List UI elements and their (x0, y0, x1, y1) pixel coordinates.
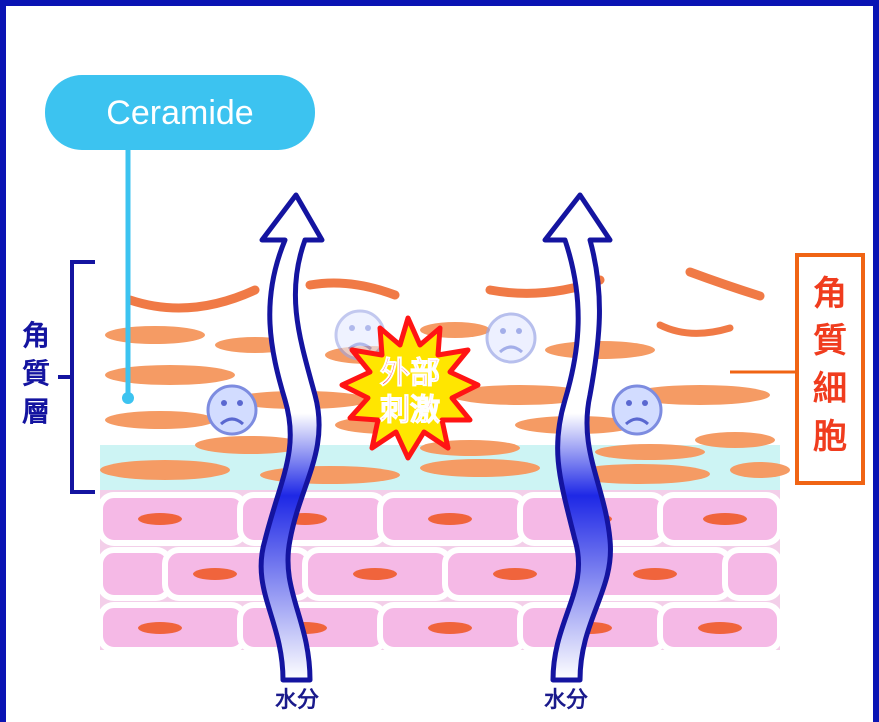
sad-face-icon (208, 386, 256, 434)
corneocyte-label-1: 角 (813, 274, 847, 314)
stratum-corneum-bracket (58, 262, 95, 492)
ceramide-label: Ceramide (106, 94, 253, 132)
lower-cell-layer (100, 480, 780, 650)
external-stimulus-line-2: 刺激 (380, 393, 440, 428)
stratum-corneum-label-1: 角 (22, 319, 50, 352)
corneocyte-label-2: 質 (813, 321, 847, 361)
sad-face-icon (487, 314, 535, 362)
stratum-corneum-label-3: 層 (22, 395, 50, 428)
corneocyte-label-3: 細 (813, 369, 847, 409)
corneocyte-label-4: 胞 (813, 417, 847, 457)
stratum-corneum-label-2: 質 (22, 357, 50, 390)
external-stimulus-line-1: 外部 (380, 356, 440, 391)
sad-face-icon (613, 386, 661, 434)
water-label-left: 水分 (275, 688, 319, 713)
water-label-right: 水分 (544, 688, 588, 713)
